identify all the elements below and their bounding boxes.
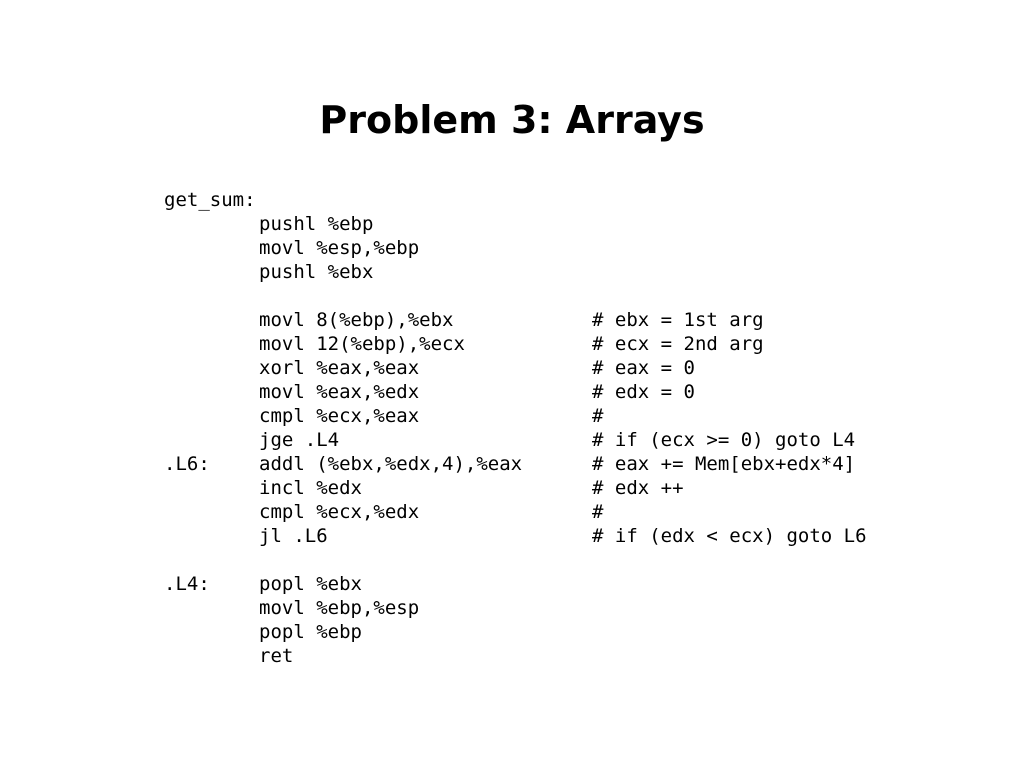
code-line: jl .L6 # if (edx < ecx) goto L6 [164, 524, 924, 548]
code-line: .L6: addl (%ebx,%edx,4),%eax # eax += Me… [164, 452, 924, 476]
code-comment: # if (ecx >= 0) goto L4 [592, 429, 856, 451]
code-comment: # [592, 501, 604, 523]
code-instruction: popl %ebx [259, 573, 362, 595]
code-instruction: movl %ebp,%esp [259, 597, 420, 619]
code-instruction: movl %eax,%edx [259, 381, 420, 403]
code-instruction: movl %esp,%ebp [259, 237, 420, 259]
code-line: ret [164, 644, 924, 668]
code-instruction: incl %edx [259, 477, 362, 499]
code-line: incl %edx # edx ++ [164, 476, 924, 500]
code-line: get_sum: [164, 188, 924, 212]
code-line-blank [164, 548, 924, 572]
code-comment: # if (edx < ecx) goto L6 [592, 525, 867, 547]
code-line: movl %esp,%ebp [164, 236, 924, 260]
code-line: pushl %ebx [164, 260, 924, 284]
code-instruction: addl (%ebx,%edx,4),%eax [259, 453, 523, 475]
code-line: movl 12(%ebp),%ecx # ecx = 2nd arg [164, 332, 924, 356]
code-line-blank [164, 284, 924, 308]
code-comment: # eax += Mem[ebx+edx*4] [592, 453, 856, 475]
code-instruction: pushl %ebx [259, 261, 374, 283]
code-line: xorl %eax,%eax # eax = 0 [164, 356, 924, 380]
code-instruction: movl 8(%ebp),%ebx [259, 309, 454, 331]
code-line: cmpl %ecx,%edx # [164, 500, 924, 524]
code-instruction: jl .L6 [259, 525, 328, 547]
code-line: popl %ebp [164, 620, 924, 644]
code-comment: # edx ++ [592, 477, 684, 499]
code-instruction: cmpl %ecx,%eax [259, 405, 420, 427]
code-label: get_sum: [164, 189, 256, 211]
code-instruction: popl %ebp [259, 621, 362, 643]
code-instruction: xorl %eax,%eax [259, 357, 420, 379]
code-comment: # ebx = 1st arg [592, 309, 764, 331]
code-instruction: ret [259, 645, 294, 667]
code-instruction: jge .L4 [259, 429, 340, 451]
code-line: movl %eax,%edx # edx = 0 [164, 380, 924, 404]
code-comment: # ecx = 2nd arg [592, 333, 764, 355]
code-line: jge .L4 # if (ecx >= 0) goto L4 [164, 428, 924, 452]
slide-title: Problem 3: Arrays [319, 98, 705, 142]
code-line: movl %ebp,%esp [164, 596, 924, 620]
code-line: cmpl %ecx,%eax # [164, 404, 924, 428]
code-label: .L4: [164, 573, 210, 595]
code-comment: # eax = 0 [592, 357, 695, 379]
code-label: .L6: [164, 453, 210, 475]
code-comment: # [592, 405, 604, 427]
code-instruction: movl 12(%ebp),%ecx [259, 333, 465, 355]
code-line: .L4: popl %ebx [164, 572, 924, 596]
code-instruction: pushl %ebp [259, 213, 374, 235]
code-instruction: cmpl %ecx,%edx [259, 501, 420, 523]
code-line: movl 8(%ebp),%ebx # ebx = 1st arg [164, 308, 924, 332]
code-comment: # edx = 0 [592, 381, 695, 403]
code-line: pushl %ebp [164, 212, 924, 236]
assembly-code-block: get_sum: pushl %ebp movl %esp,%ebp pushl… [164, 188, 924, 668]
